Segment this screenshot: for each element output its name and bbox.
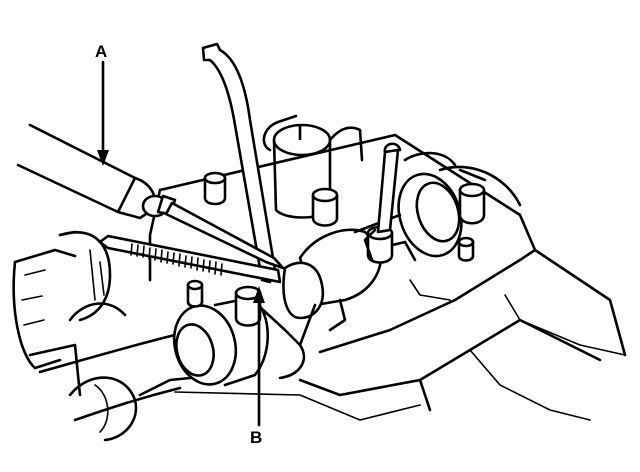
lower-camshaft xyxy=(38,296,306,442)
leader-arrow-a xyxy=(97,60,109,166)
callout-label-a: A xyxy=(95,42,108,61)
leader-arrow-b xyxy=(253,286,265,427)
screwdriver xyxy=(16,123,285,270)
mounting-bolts xyxy=(186,125,486,327)
rocker-arm-right xyxy=(363,142,402,262)
callout-label-b: B xyxy=(250,428,263,447)
head-left-side xyxy=(12,230,127,397)
spark-plug-tube xyxy=(262,114,364,219)
upper-camshaft xyxy=(282,151,522,347)
adjusting-screw xyxy=(98,234,282,284)
